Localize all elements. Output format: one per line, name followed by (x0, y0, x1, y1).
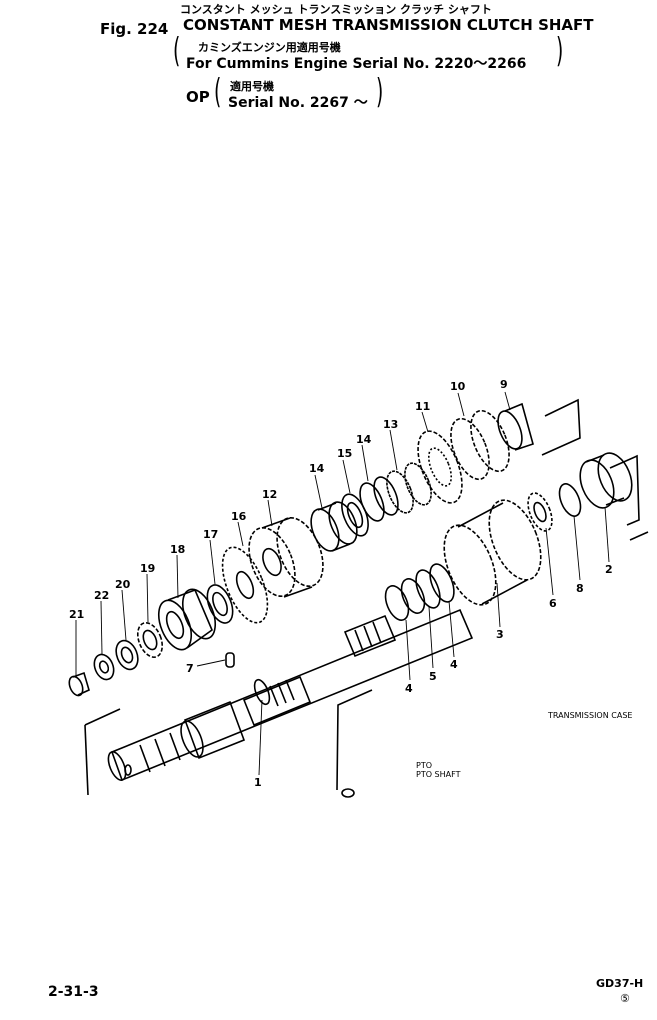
close-paren-2: ) (375, 72, 384, 112)
callout-2: 2 (605, 563, 613, 576)
callout-7: 7 (186, 662, 194, 675)
part-2-bearing (579, 452, 633, 509)
title-japanese: コンスタント メッシュ トランスミッション クラッチ シャフト (180, 3, 492, 16)
transmission-case-label: TRANSMISSION CASE (547, 711, 632, 720)
part-19-lock-washer (136, 622, 164, 658)
callout-4b: 4 (450, 658, 458, 671)
callout-numbers: 1 2 3 4 4 5 6 7 8 9 10 11 12 13 14 14 15… (69, 378, 613, 789)
callout-1: 1 (254, 776, 262, 789)
note2-serial: Serial No. 2267 ～ (228, 95, 368, 111)
callout-18: 18 (170, 543, 185, 556)
page-number: 2-31-3 (48, 984, 99, 1000)
part-4-5-collars (384, 563, 455, 621)
callout-14a: 14 (309, 462, 325, 475)
part-14-collar (310, 501, 358, 552)
part-6-washer (527, 492, 553, 532)
callout-10: 10 (450, 380, 466, 393)
callout-22: 22 (94, 589, 109, 602)
part-17-spacer (206, 584, 234, 624)
close-paren-1: ) (555, 31, 564, 71)
callout-11: 11 (415, 400, 430, 413)
callout-19: 19 (140, 562, 155, 575)
callout-14b: 14 (356, 433, 372, 446)
callout-4a: 4 (405, 682, 413, 695)
callout-21: 21 (69, 608, 84, 621)
part-7-pin (225, 652, 235, 668)
open-paren-1: ( (172, 31, 181, 71)
callout-leaders (75, 391, 610, 776)
op-label: OP (186, 88, 210, 106)
figure-number: Fig. 224 (100, 20, 169, 38)
note1-japanese: カミンズエンジン用適用号機 (198, 41, 341, 54)
part-13-hub (386, 462, 432, 514)
main-shaft (107, 608, 474, 782)
callout-12: 12 (262, 488, 277, 501)
part-12-gear (248, 516, 324, 598)
callout-13: 13 (383, 418, 398, 431)
revision-mark: ⑤ (620, 992, 630, 1005)
callout-6: 6 (549, 597, 557, 610)
transmission-case-outline (84, 398, 649, 796)
part-20-nut (115, 639, 139, 671)
part-21-bushing (68, 671, 90, 697)
part-16-plate (221, 546, 269, 624)
pto-shaft-outline (336, 689, 373, 798)
part-9-sleeve (497, 402, 534, 451)
callout-17: 17 (203, 528, 218, 541)
part-11-gear (417, 430, 463, 504)
part-18-bearing (157, 588, 217, 651)
callout-5: 5 (429, 670, 437, 683)
callout-20: 20 (115, 578, 131, 591)
part-14-collar-b (359, 476, 399, 522)
part-3-gear (443, 499, 542, 606)
callout-3: 3 (496, 628, 504, 641)
note2-japanese: 適用号機 (230, 80, 274, 93)
part-10-gear (450, 409, 510, 481)
callout-15: 15 (337, 447, 352, 460)
pto-shaft-label: PTO SHAFT (416, 770, 461, 779)
open-paren-2: ( (213, 72, 222, 112)
figure-title: CONSTANT MESH TRANSMISSION CLUTCH SHAFT (183, 16, 594, 34)
part-22-bearing (93, 653, 115, 681)
callout-8: 8 (576, 582, 584, 595)
drawing-code: GD37-H (596, 977, 644, 990)
callout-9: 9 (500, 378, 508, 391)
pto-label: PTO (416, 761, 432, 770)
callout-16: 16 (231, 510, 247, 523)
part-8-snap-ring (558, 483, 582, 517)
note1-serial-range: For Cummins Engine Serial No. 2220～2266 (186, 56, 527, 72)
